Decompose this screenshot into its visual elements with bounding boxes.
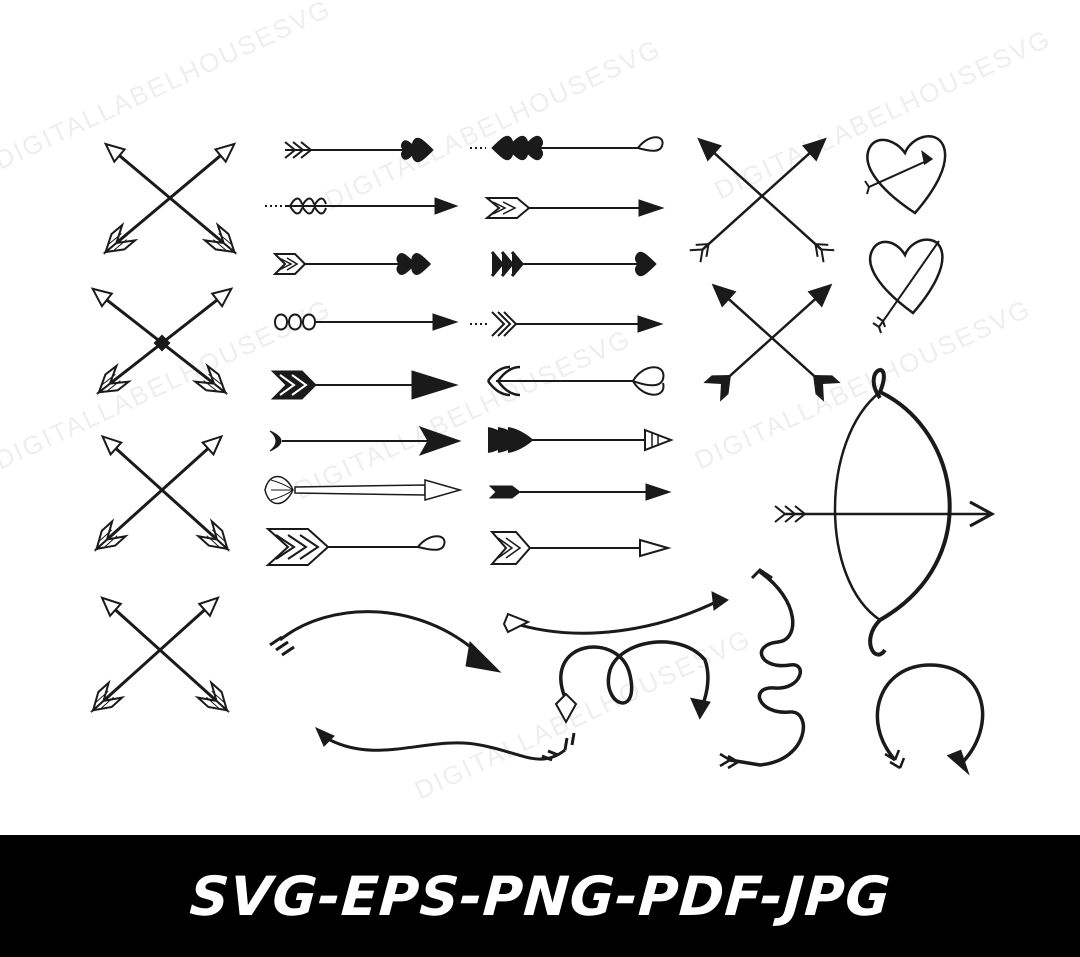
straight-arrow-icon [470, 311, 664, 337]
heart-tip-arrow-icon [470, 135, 664, 161]
feather-fletch-arrow-icon [264, 475, 463, 505]
circle-arrow-icon [875, 663, 985, 776]
straight-arrow-icon [488, 483, 672, 501]
heart-fletch-arrow-icon [274, 313, 459, 331]
straight-arrows-column-2 [470, 135, 674, 565]
straight-arrows-column-1 [264, 137, 463, 566]
curved-arrow-icon [269, 610, 502, 673]
heart-tip-arrow-icon [265, 528, 446, 566]
bold-arrow-icon [270, 370, 459, 400]
crossed-arrows-icon [88, 427, 236, 558]
heart-tip-arrow-icon [272, 253, 431, 275]
straight-arrow-icon [487, 427, 674, 453]
spiral-arrow-icon [719, 568, 806, 770]
file-formats-banner: SVG-EPS-PNG-PDF-JPG [0, 835, 1080, 957]
heart-tip-arrow-icon [486, 365, 665, 397]
leaf-fletch-arrow-icon [265, 197, 459, 215]
loop-arrow-icon [554, 640, 711, 725]
crossed-arrows-icon [84, 279, 240, 402]
file-formats-text: SVG-EPS-PNG-PDF-JPG [187, 864, 893, 928]
crossed-arrows-icon [703, 283, 841, 402]
watermark-text: DIGITALLABELHOUSESVG [710, 23, 1056, 206]
moon-fletch-arrow-icon [269, 426, 462, 456]
crossed-arrows-icon [689, 137, 835, 263]
straight-arrow-icon [484, 197, 665, 219]
crossed-arrows-icon [97, 134, 243, 262]
curved-arrow-icon [315, 727, 576, 762]
watermark-text: DIGITALLABELHOUSESVG [320, 33, 666, 216]
arrow-clipart-canvas: DIGITALLABELHOUSESVG DIGITALLABELHOUSESV… [0, 0, 1056, 805]
heart-tip-arrow-icon [490, 251, 657, 277]
watermark-text: DIGITALLABELHOUSESVG [290, 323, 636, 506]
heart-tip-arrow-icon [284, 137, 434, 163]
straight-arrow-icon [489, 531, 672, 565]
watermark-text: DIGITALLABELHOUSESVG [690, 293, 1036, 476]
bow-and-arrow-icon [774, 368, 996, 657]
heart-arrow-icon [864, 135, 947, 215]
heart-arrow-icon [868, 238, 944, 334]
crossed-arrows-icon [84, 588, 236, 720]
curved-arrow-icon [502, 591, 729, 635]
